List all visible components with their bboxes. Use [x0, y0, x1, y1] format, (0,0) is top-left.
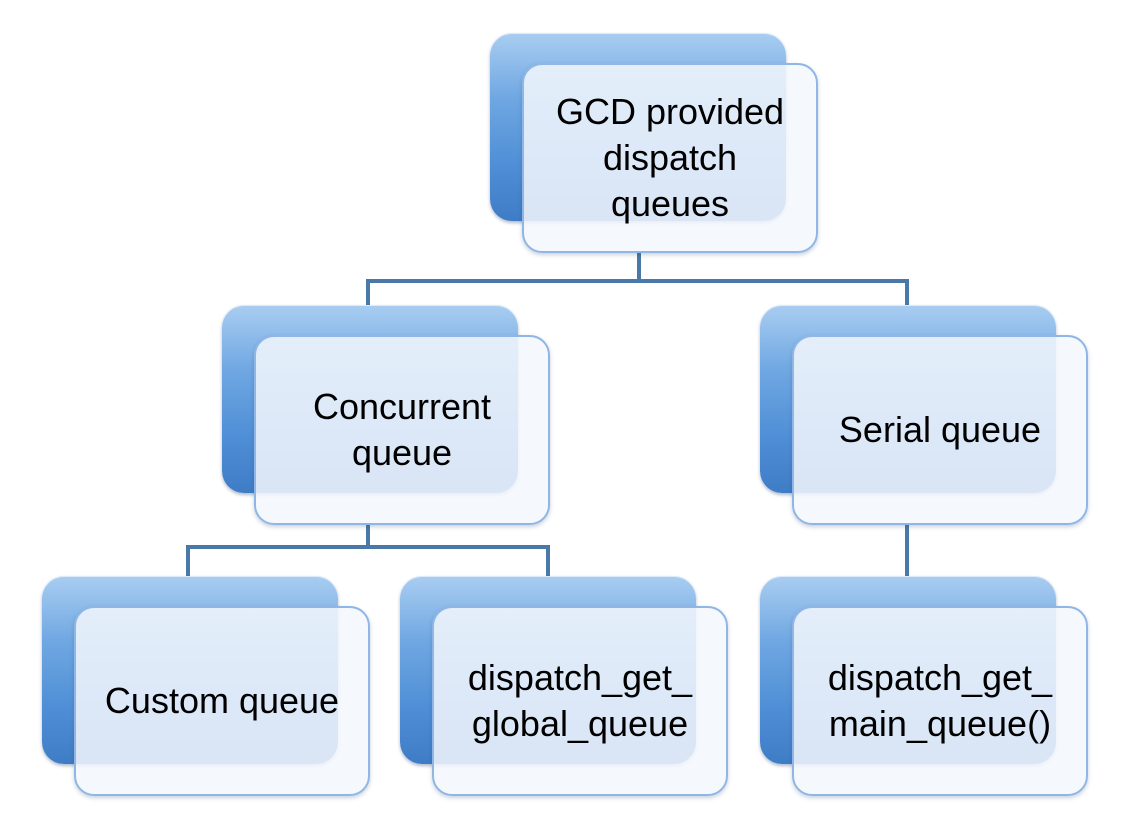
connector-concurrent-to-global [546, 545, 550, 578]
node-serial-queue: Serial queue [760, 305, 1090, 525]
node-label-dispatch-get-main-queue: dispatch_get_ main_queue() [827, 657, 1053, 744]
node-label-dispatch-get-global-queue: dispatch_get_ global_queue [467, 657, 693, 744]
node-card: dispatch_get_ main_queue() [792, 606, 1088, 796]
node-card: Custom queue [74, 606, 370, 796]
node-label-custom-queue: Custom queue [104, 680, 340, 721]
node-label-gcd-dispatch-queues: GCD provided dispatch queues [555, 91, 785, 224]
node-card: GCD provided dispatch queues [522, 63, 818, 253]
connector-concurrent-stem [366, 523, 370, 549]
node-card: dispatch_get_ global_queue [432, 606, 728, 796]
node-dispatch-get-main-queue: dispatch_get_ main_queue() [760, 576, 1090, 796]
connector-serial-to-main [905, 523, 909, 578]
node-dispatch-get-global-queue: dispatch_get_ global_queue [400, 576, 730, 796]
node-label-serial-queue: Serial queue [838, 409, 1042, 450]
connector-concurrent-bar [186, 545, 550, 549]
connector-concurrent-to-custom [186, 545, 190, 578]
node-custom-queue: Custom queue [42, 576, 370, 796]
connector-root-to-serial [905, 279, 909, 307]
node-label-concurrent-queue: Concurrent queue [312, 386, 492, 473]
node-gcd-dispatch-queues: GCD provided dispatch queues [490, 33, 820, 253]
connector-root-stem [637, 251, 641, 281]
node-concurrent-queue: Concurrent queue [222, 305, 550, 525]
connector-root-bar [366, 279, 909, 283]
node-card: Serial queue [792, 335, 1088, 525]
connector-root-to-concurrent [366, 279, 370, 307]
node-card: Concurrent queue [254, 335, 550, 525]
